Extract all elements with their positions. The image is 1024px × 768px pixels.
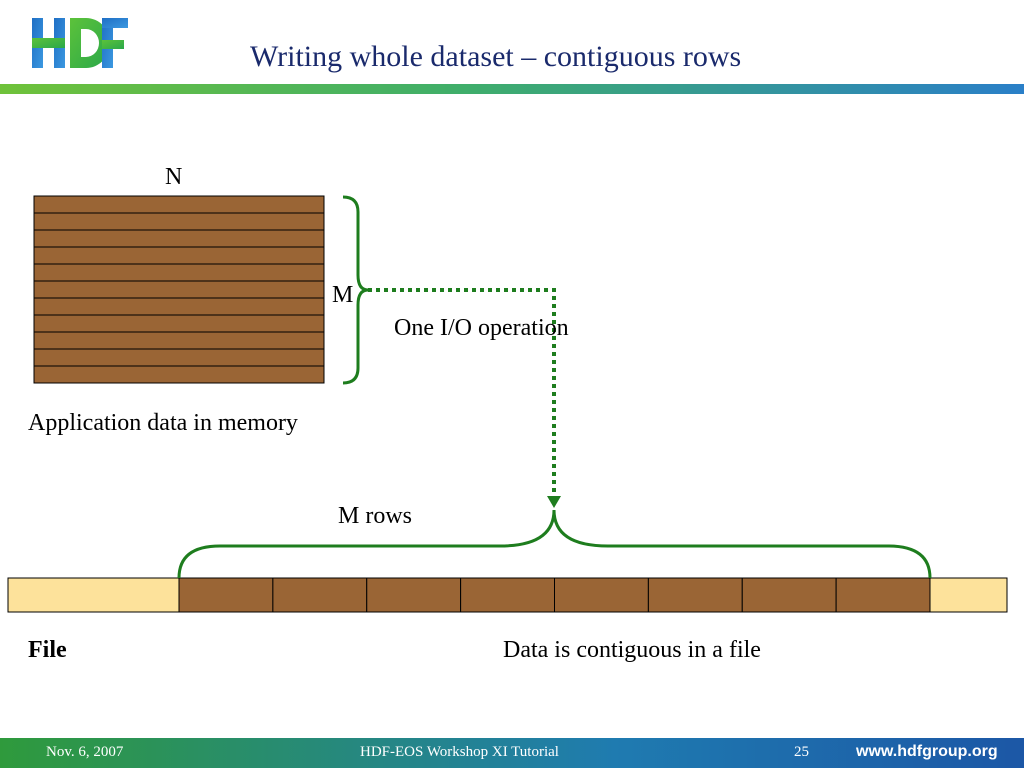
io-operation-path: [368, 288, 556, 496]
footer-url: www.hdfgroup.org: [856, 743, 998, 760]
memory-row: [33, 263, 325, 282]
file-caption: Data is contiguous in a file: [503, 637, 761, 663]
dimension-n-label: N: [165, 164, 183, 190]
footer-page-number: 25: [794, 744, 809, 760]
file-row-block: [741, 577, 837, 613]
memory-row: [33, 331, 325, 350]
footer-event: HDF-EOS Workshop XI Tutorial: [360, 744, 559, 760]
memory-data-block: [33, 195, 325, 384]
file-row-block: [178, 577, 274, 613]
memory-row: [33, 365, 325, 384]
footer-date: Nov. 6, 2007: [46, 744, 124, 760]
hdf-logo: [32, 18, 128, 68]
file-label: File: [28, 637, 67, 663]
file-row-block: [272, 577, 368, 613]
file-row-block: [460, 577, 555, 613]
slide-footer: Nov. 6, 2007 HDF-EOS Workshop XI Tutoria…: [0, 738, 1024, 768]
file-row-block: [647, 577, 743, 613]
memory-row: [33, 348, 325, 367]
file-row-block: [366, 577, 462, 613]
file-row-block: [835, 577, 931, 613]
m-rows-label: M rows: [338, 503, 413, 529]
io-arrowhead: [547, 496, 561, 508]
memory-row: [33, 195, 325, 214]
memory-row: [33, 212, 325, 231]
memory-row: [33, 297, 325, 316]
memory-row: [33, 280, 325, 299]
slide-title: Writing whole dataset – contiguous rows: [250, 40, 742, 73]
file-row-block: [554, 577, 649, 613]
io-operation-label: One I/O operation: [394, 315, 569, 341]
memory-row: [33, 229, 325, 248]
memory-caption: Application data in memory: [28, 410, 298, 436]
memory-row: [33, 314, 325, 333]
title-divider: [0, 84, 1024, 94]
file-data-blocks: [178, 577, 931, 613]
dimension-m-label: M: [332, 282, 354, 308]
file-m-rows-brace: [177, 509, 932, 579]
memory-row: [33, 246, 325, 265]
